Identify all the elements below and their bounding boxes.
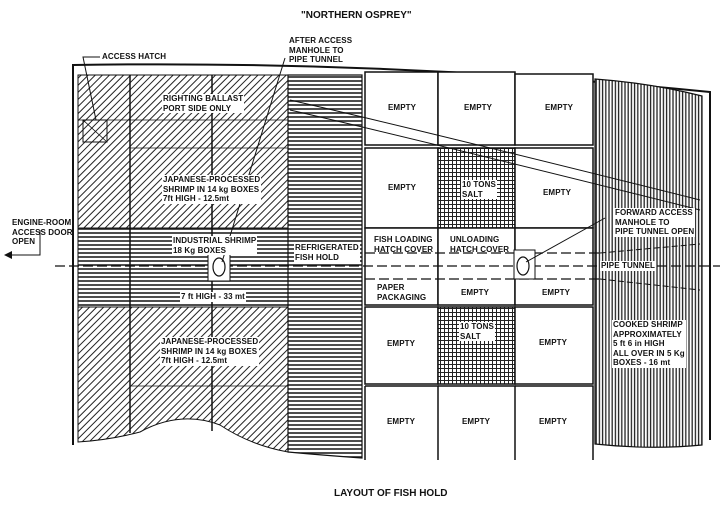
empty-label: EMPTY xyxy=(387,417,416,426)
industrial-shrimp-label: INDUSTRIAL SHRIMP 18 Kg BOXES xyxy=(172,236,258,255)
refrigerated-label: REFRIGERATED FISH HOLD xyxy=(294,243,360,262)
after-manhole-icon xyxy=(212,257,226,277)
empty-label: EMPTY xyxy=(387,339,416,348)
diagram-title: "NORTHERN OSPREY" xyxy=(301,10,412,21)
salt-bottom-label: 10 TONS SALT xyxy=(459,322,495,341)
forward-access-label: FORWARD ACCESS MANHOLE TO PIPE TUNNEL OP… xyxy=(614,208,696,237)
unloading-label: UNLOADING HATCH COVER xyxy=(450,235,510,254)
jp-shrimp-top-label: JAPANESE-PROCESSED SHRIMP IN 14 kg BOXES… xyxy=(162,175,262,204)
empty-label: EMPTY xyxy=(539,338,568,347)
compartment-grid xyxy=(364,71,594,460)
cooked-shrimp-label: COOKED SHRIMP APPROXIMATELY 5 ft 6 in HI… xyxy=(612,320,686,368)
after-access-label: AFTER ACCESS MANHOLE TO PIPE TUNNEL xyxy=(289,36,353,64)
industrial-height-label: 7 ft HIGH - 33 mt xyxy=(180,292,246,302)
shrimp-region-bottom xyxy=(77,306,289,453)
empty-label: EMPTY xyxy=(539,417,568,426)
arrow-left-icon xyxy=(4,251,12,259)
righting-ballast-label: RIGHTING BALLAST PORT SIDE ONLY xyxy=(162,94,245,113)
empty-label: EMPTY xyxy=(462,417,491,426)
salt-top-label: 10 TONS SALT xyxy=(461,180,497,199)
empty-label: EMPTY xyxy=(464,103,493,112)
empty-label: EMPTY xyxy=(388,183,417,192)
paper-packaging-label: PAPER PACKAGING xyxy=(377,283,427,302)
pipe-tunnel-label: PIPE TUNNEL xyxy=(600,261,656,271)
empty-label: EMPTY xyxy=(543,188,572,197)
forward-manhole-icon xyxy=(516,256,530,276)
empty-label: EMPTY xyxy=(545,103,574,112)
empty-label: EMPTY xyxy=(542,288,571,297)
empty-label: EMPTY xyxy=(461,288,490,297)
leader-lines xyxy=(8,56,606,263)
forward-manhole xyxy=(513,249,536,280)
jp-shrimp-bottom-label: JAPANESE-PROCESSED SHRIMP IN 14 kg BOXES… xyxy=(160,337,260,366)
access-hatch-label: ACCESS HATCH xyxy=(102,52,167,61)
after-manhole xyxy=(207,252,231,282)
fish-loading-label: FISH LOADING HATCH COVER xyxy=(374,235,434,254)
empty-label: EMPTY xyxy=(388,103,417,112)
engine-room-label: ENGINE-ROOM ACCESS DOOR OPEN xyxy=(12,218,73,246)
access-hatch xyxy=(82,119,108,143)
diagram-caption: LAYOUT OF FISH HOLD xyxy=(334,488,448,499)
